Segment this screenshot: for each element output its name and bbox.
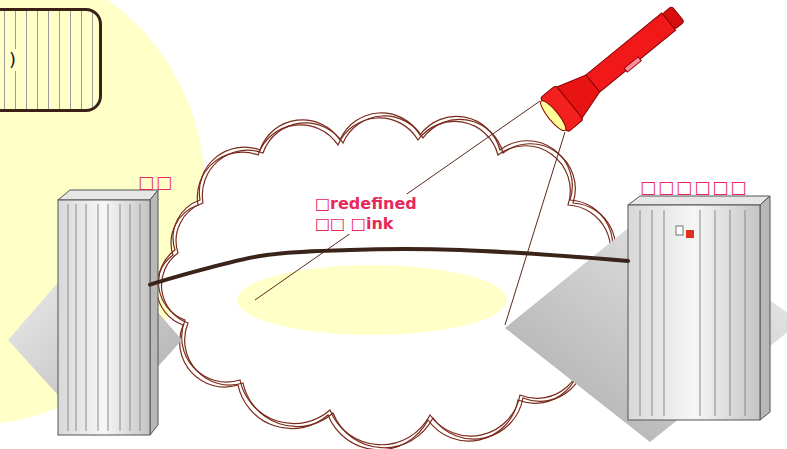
note-box: ) <box>0 8 102 112</box>
box-text: ) <box>7 49 18 71</box>
server-node: □□ <box>58 200 150 435</box>
light-beam <box>255 101 565 325</box>
link-label: □redefined □□ □ink <box>312 194 448 234</box>
light-spot <box>237 265 507 335</box>
link-line <box>150 249 628 285</box>
server-label: □□ <box>138 172 174 192</box>
server-tower <box>628 196 770 420</box>
server-tower <box>58 190 158 435</box>
server-label: □□□□□□ <box>640 177 748 197</box>
network-cloud <box>157 113 617 449</box>
server-node: □□□□□□ <box>628 205 760 420</box>
flashlight <box>535 0 691 136</box>
